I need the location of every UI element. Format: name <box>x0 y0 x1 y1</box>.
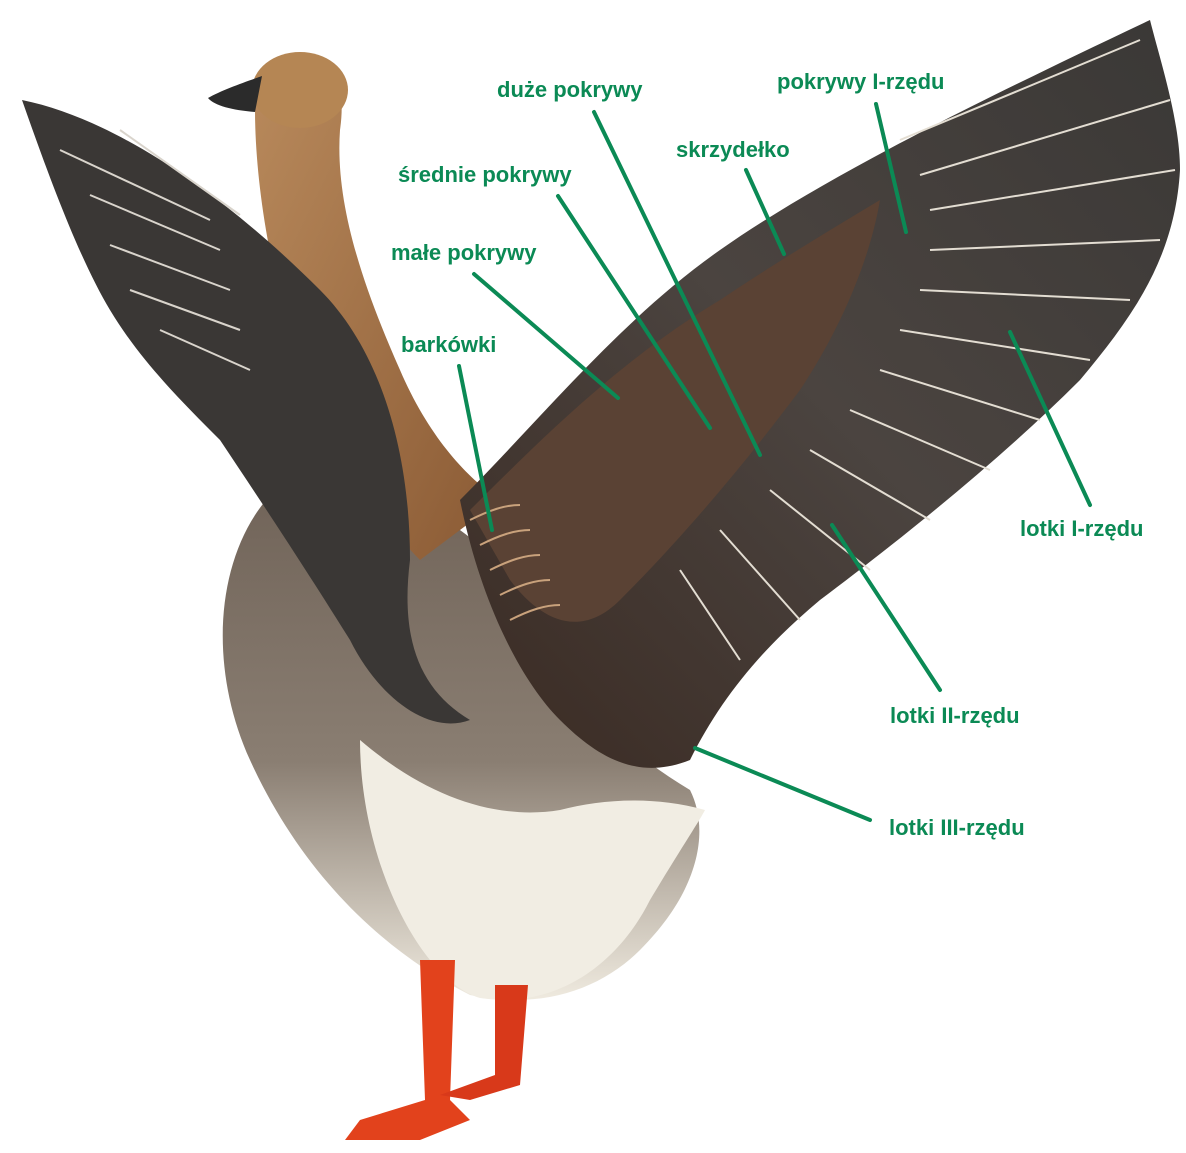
label-barkowki: barkówki <box>401 332 496 358</box>
goose-leg-left <box>345 960 470 1140</box>
callout-line-lotki-ii-rzedu <box>832 525 940 690</box>
goose-head <box>252 52 348 128</box>
label-lotki-ii-rzedu: lotki II-rzędu <box>890 703 1020 729</box>
goose-right-wing <box>460 20 1180 768</box>
label-skrzydelko: skrzydełko <box>676 137 790 163</box>
label-male-pokrywy: małe pokrywy <box>391 240 537 266</box>
label-srednie-pokrywy: średnie pokrywy <box>398 162 572 188</box>
label-pokrywy-i-rzedu: pokrywy I-rzędu <box>777 69 944 95</box>
label-duze-pokrywy: duże pokrywy <box>497 77 642 103</box>
callout-line-lotki-iii-rzedu <box>695 748 870 820</box>
label-lotki-iii-rzedu: lotki III-rzędu <box>889 815 1025 841</box>
goose-beak <box>208 76 262 112</box>
label-lotki-i-rzedu: lotki I-rzędu <box>1020 516 1143 542</box>
